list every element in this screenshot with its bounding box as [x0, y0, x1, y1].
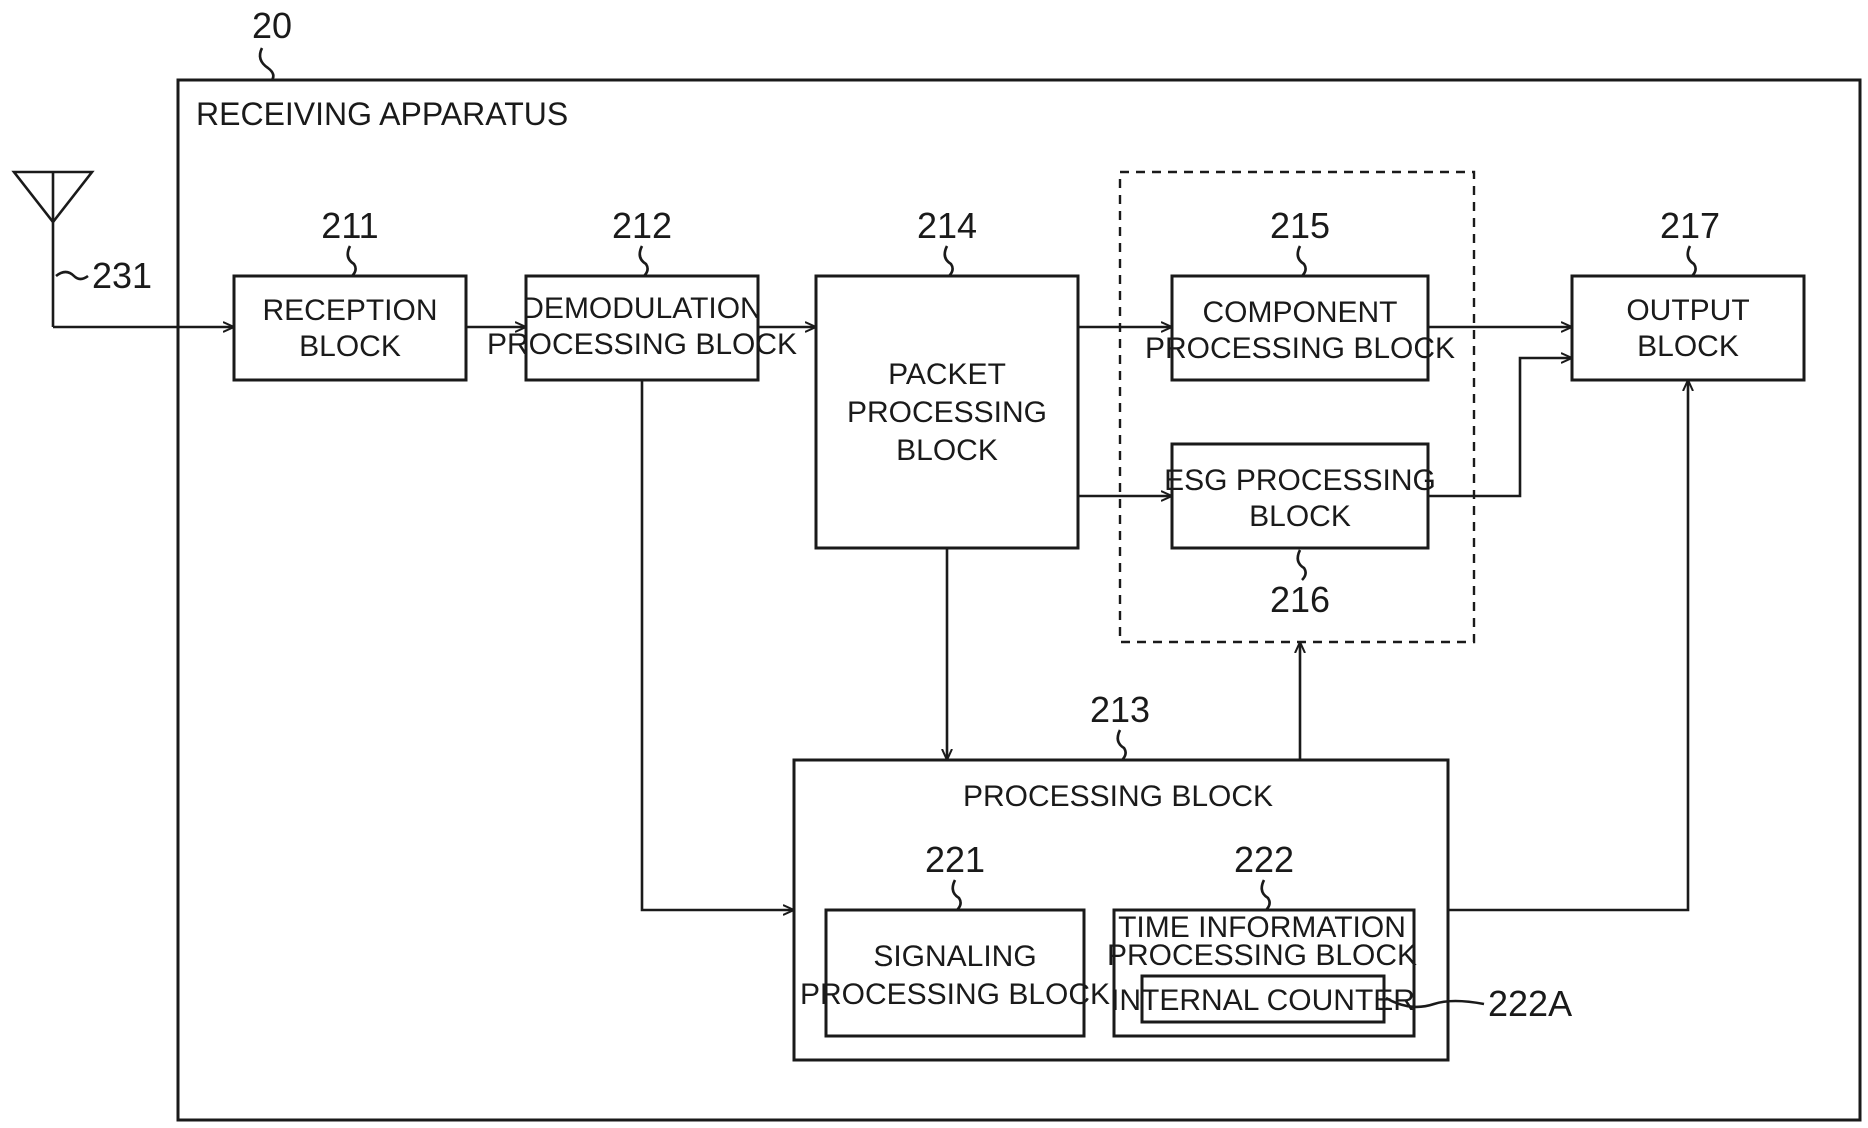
internal-counter-number: 222A — [1488, 983, 1572, 1024]
demodulation-processing-block: DEMODULATION PROCESSING BLOCK — [487, 276, 797, 380]
packet-number: 214 — [917, 205, 977, 246]
svg-text:COMPONENT: COMPONENT — [1203, 296, 1398, 329]
svg-text:PROCESSING BLOCK: PROCESSING BLOCK — [963, 780, 1273, 813]
svg-text:DEMODULATION: DEMODULATION — [522, 292, 761, 325]
apparatus-label: RECEIVING APPARATUS — [196, 96, 568, 132]
antenna-icon — [14, 172, 92, 327]
demodulation-number: 212 — [612, 205, 672, 246]
svg-text:PROCESSING BLOCK: PROCESSING BLOCK — [487, 328, 797, 361]
svg-text:PROCESSING BLOCK: PROCESSING BLOCK — [1145, 332, 1455, 365]
svg-text:BLOCK: BLOCK — [299, 330, 401, 363]
svg-text:OUTPUT: OUTPUT — [1626, 294, 1749, 327]
output-block: OUTPUT BLOCK — [1572, 276, 1804, 380]
component-processing-block: COMPONENT PROCESSING BLOCK — [1145, 276, 1455, 380]
time-info-number: 222 — [1234, 839, 1294, 880]
svg-text:ESG PROCESSING: ESG PROCESSING — [1164, 464, 1436, 497]
apparatus-leader — [260, 48, 273, 80]
svg-text:RECEPTION: RECEPTION — [262, 294, 437, 327]
esg-processing-block: ESG PROCESSING BLOCK — [1164, 444, 1436, 548]
signaling-number: 221 — [925, 839, 985, 880]
packet-processing-block: PACKET PROCESSING BLOCK — [816, 276, 1078, 548]
svg-text:PACKET: PACKET — [888, 358, 1006, 391]
output-number: 217 — [1660, 205, 1720, 246]
svg-text:PROCESSING: PROCESSING — [847, 396, 1047, 429]
svg-text:BLOCK: BLOCK — [1637, 330, 1739, 363]
svg-text:PROCESSING BLOCK: PROCESSING BLOCK — [800, 978, 1110, 1011]
esg-number: 216 — [1270, 579, 1330, 620]
reception-block: RECEPTION BLOCK — [234, 276, 466, 380]
signaling-processing-block: SIGNALING PROCESSING BLOCK — [800, 910, 1110, 1036]
reception-number: 211 — [321, 205, 378, 246]
antenna-leader — [56, 272, 88, 279]
svg-text:PROCESSING BLOCK: PROCESSING BLOCK — [1107, 939, 1417, 972]
svg-text:BLOCK: BLOCK — [1249, 500, 1351, 533]
svg-text:INTERNAL COUNTER: INTERNAL COUNTER — [1111, 984, 1415, 1017]
antenna-number: 231 — [92, 255, 152, 296]
svg-text:SIGNALING: SIGNALING — [873, 940, 1036, 973]
apparatus-number: 20 — [252, 5, 292, 46]
svg-text:BLOCK: BLOCK — [896, 434, 998, 467]
internal-counter-block: INTERNAL COUNTER — [1111, 976, 1415, 1022]
component-number: 215 — [1270, 205, 1330, 246]
processing-number: 213 — [1090, 689, 1150, 730]
